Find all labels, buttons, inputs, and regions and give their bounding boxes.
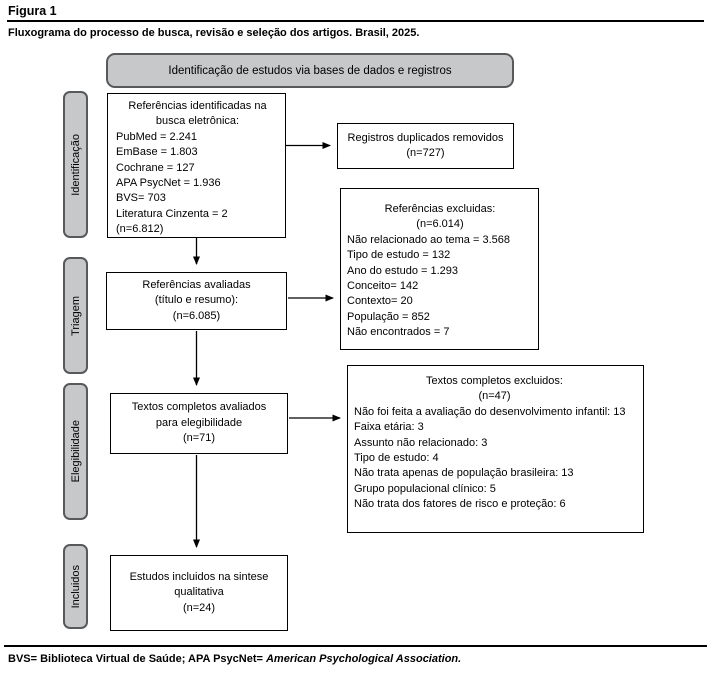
exclusion-reason: Não encontrados = 7 [347,326,450,339]
box-references-excluded: Referências excluidas: (n=6.014) Não rel… [340,188,539,350]
footer-note-regular: BVS= Biblioteca Virtual de Saúde; APA Ps… [8,653,266,665]
stage-elegibilidade: Elegibilidade [63,383,88,520]
exclusion-reason: Ano do estudo = 1.293 [347,264,459,277]
footer-note-italic: American Psychological Association. [265,653,462,665]
footer-rule [4,645,707,647]
stage-identificacao: Identificação [63,91,88,238]
source-count: APA PsycNet = 1.936 [116,177,221,190]
box-references-excluded-count: (n=6.014) [416,218,464,231]
exclusion-reason: Faixa etária: 3 [354,421,424,434]
source-count: Cochrane = 127 [116,161,195,174]
exclusion-reason: Não relacionado ao tema = 3.568 [347,233,510,246]
source-count: PubMed = 2.241 [116,130,198,143]
footer-note: BVS= Biblioteca Virtual de Saúde; APA Ps… [8,653,461,665]
exclusion-reason: Não trata dos fatores de risco e proteçã… [354,498,566,511]
exclusion-reason: Não foi feita a avaliação do desenvolvim… [354,405,626,418]
box-duplicates-removed-line: Registros duplicados removidos [347,131,504,144]
box-duplicates-removed: Registros duplicados removidos (n=727) [337,123,514,169]
stage-incluidos: Incluidos [63,544,88,629]
stage-triagem-label: Triagem [69,295,82,336]
banner-identification-sources: Identificação de estudos via bases de da… [106,53,514,88]
exclusion-reason: Tipo de estudo = 132 [347,249,451,262]
exclusion-reason: Assunto não relacionado: 3 [354,436,488,449]
stage-identificacao-label: Identificação [69,133,82,196]
box-studies-included-count: (n=24) [182,601,216,614]
box-references-screened: Referências avaliadas (título e resumo):… [106,272,287,330]
box-references-screened-line: Referências avaliadas [142,278,251,291]
box-fulltext-assessed-line: para elegibilidade [155,416,243,429]
exclusion-reason: Conceito= 142 [347,280,419,293]
source-count: BVS= 703 [116,192,166,205]
box-references-identified-title: busca eletrônica: [155,115,240,128]
box-fulltext-assessed-line: Textos completos avaliados [131,401,267,414]
box-references-screened-line: (título e resumo): [154,294,239,307]
box-fulltext-excluded-count: (n=47) [478,390,511,403]
exclusion-reason: Não trata apenas de população brasileira… [354,467,574,480]
box-fulltext-assessed: Textos completos avaliados para elegibil… [110,393,288,454]
box-fulltext-excluded: Textos completos excluidos: (n=47) Não f… [347,365,644,533]
title-rule [7,20,704,22]
box-studies-included-line: qualitativa [174,586,224,599]
stage-triagem: Triagem [63,257,88,374]
exclusion-reason: População = 852 [347,310,430,323]
box-studies-included: Estudos incluidos na sintese qualitativa… [110,555,288,631]
source-count: EmBase = 1.803 [116,146,198,159]
figure-caption: Fluxograma do processo de busca, revisão… [8,27,420,39]
exclusion-reason: Contexto= 20 [347,295,413,308]
box-duplicates-removed-count: (n=727) [406,147,445,159]
exclusion-reason: Grupo populacional clínico: 5 [354,482,496,495]
box-fulltext-excluded-title: Textos completos excluidos: [426,375,563,387]
box-studies-included-line: Estudos incluidos na sintese [129,570,269,583]
box-fulltext-assessed-count: (n=71) [182,432,216,445]
exclusion-reason: Tipo de estudo: 4 [354,452,439,465]
total-count: (n=6.812) [116,223,164,236]
box-references-identified: Referências identificadas na busca eletr… [107,93,286,238]
source-count: Literatura Cinzenta = 2 [116,207,228,220]
box-references-identified-title: Referências identificadas na [128,100,267,112]
stage-incluidos-label: Incluidos [69,564,82,609]
stage-elegibilidade-label: Elegibilidade [69,420,82,483]
box-references-excluded-title: Referências excluidas: [384,203,496,215]
figure-label: Figura 1 [8,4,57,18]
box-references-screened-count: (n=6.085) [172,309,221,322]
banner-text: Identificação de estudos via bases de da… [168,64,452,77]
